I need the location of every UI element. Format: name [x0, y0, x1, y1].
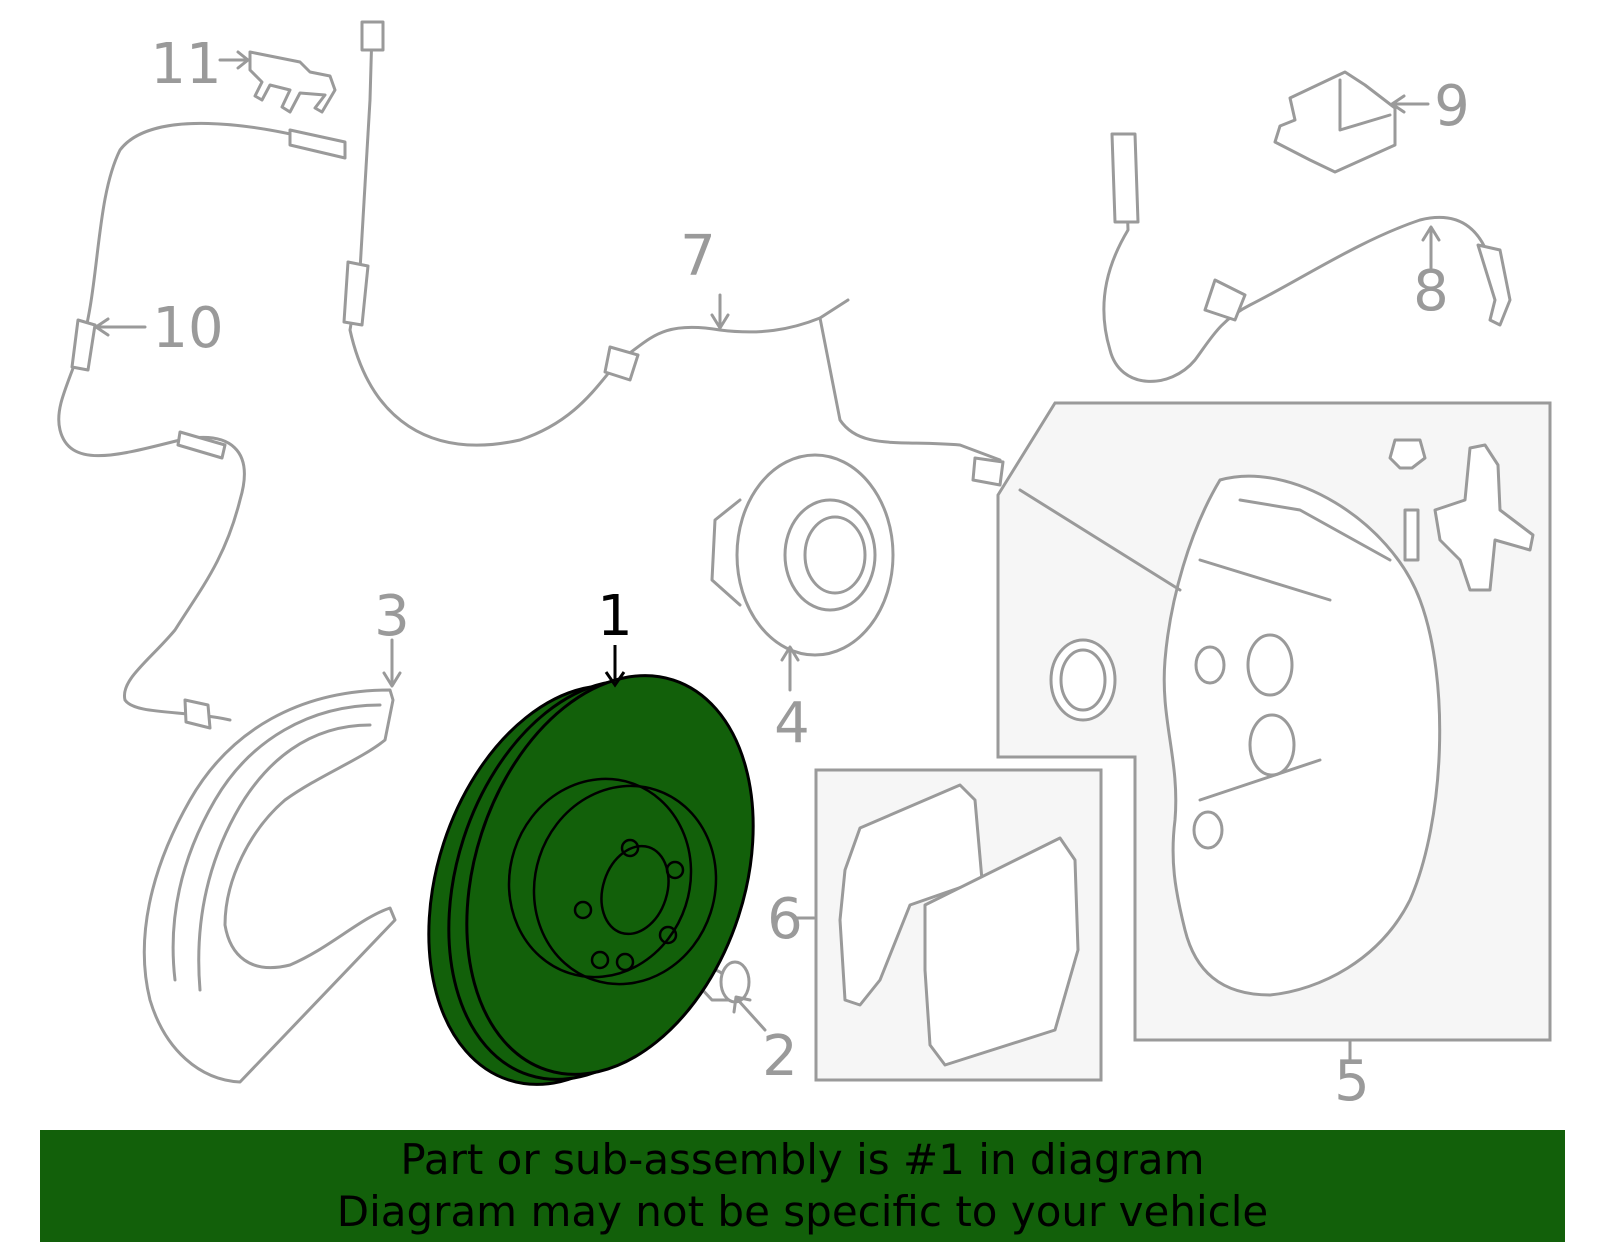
callout-4: 4 — [774, 691, 810, 756]
callout-6: 6 — [767, 887, 803, 952]
dust-shield-3 — [142, 688, 397, 1084]
sensor-wire-7 — [342, 20, 1005, 487]
info-banner: Part or sub-assembly is #1 in diagram Di… — [40, 1130, 1565, 1242]
wheel-hub-4 — [710, 453, 895, 657]
leader-lines — [94, 50, 1441, 1062]
callout-10: 10 — [152, 296, 223, 361]
callout-1: 1 — [597, 584, 633, 649]
brake-pads-6 — [838, 783, 1080, 1067]
clip-9 — [1273, 70, 1397, 174]
clip-11 — [248, 50, 337, 114]
brake-caliper-5 — [1018, 438, 1535, 997]
brake-rotor-1 — [427, 674, 755, 1086]
wear-sensor-wire-8 — [1102, 132, 1512, 383]
callout-3: 3 — [374, 584, 410, 649]
callout-9: 9 — [1434, 74, 1470, 139]
callout-11: 11 — [150, 32, 221, 97]
wear-sensor-wire-10 — [57, 122, 347, 730]
callout-8: 8 — [1413, 259, 1449, 324]
callout-7: 7 — [680, 224, 716, 289]
callout-5: 5 — [1334, 1049, 1370, 1114]
banner-line-1: Part or sub-assembly is #1 in diagram — [400, 1135, 1205, 1184]
callout-2: 2 — [762, 1024, 798, 1089]
banner-line-2: Diagram may not be specific to your vehi… — [336, 1187, 1269, 1236]
